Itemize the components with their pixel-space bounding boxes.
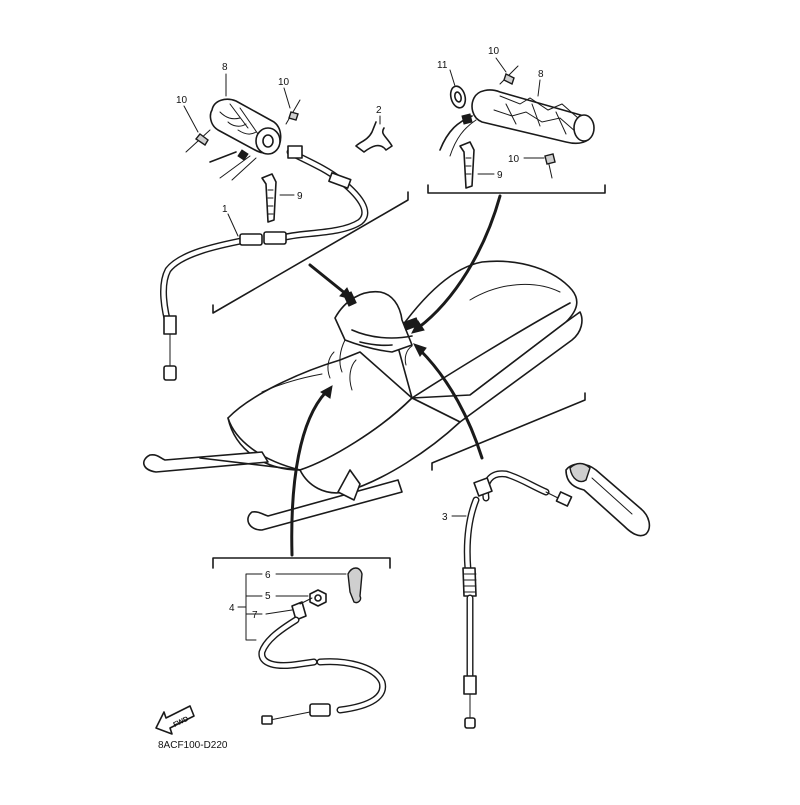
bracket-right [431, 392, 586, 471]
brake-lever-pivot [569, 462, 591, 483]
label-cable-clip: 2 [376, 105, 382, 116]
left-grip-screw-2 [288, 111, 299, 121]
forward-marker: FWD [155, 705, 195, 735]
left-grip-screw-1 [194, 133, 209, 146]
right-grip-pattern [493, 95, 579, 135]
choke-cable-ferrule [309, 703, 331, 717]
label-choke-part-7: 7 [252, 610, 258, 621]
label-choke-lever: 6 [265, 570, 271, 581]
cable-clip [355, 121, 393, 153]
label-grip-right: 8 [538, 69, 544, 80]
brake-cable-end-bottom [464, 717, 476, 729]
brake-lever-ridge [591, 477, 633, 515]
right-grip-end [573, 114, 595, 142]
brake-cable-nut [463, 675, 477, 695]
bracket-bottom [212, 557, 391, 569]
arrow-brake [418, 348, 484, 460]
bracket-top-right [427, 184, 606, 194]
left-grip-wire-1 [209, 151, 237, 163]
choke-group-bracket [237, 573, 263, 641]
left-grip-pattern [219, 103, 259, 135]
tie-strap-right-teeth [465, 157, 472, 175]
left-grip-wire-2 [219, 155, 257, 181]
throttle-cable-nut [163, 315, 177, 335]
callout-brackets [212, 184, 606, 569]
left-grip-end-hole [262, 134, 274, 148]
label-grip-end-left-b: 10 [176, 95, 188, 106]
brake-cable-adjuster [462, 567, 477, 597]
bracket-top-left [212, 191, 409, 314]
choke-cable-end [261, 715, 273, 725]
arrow-left-grip [308, 263, 348, 296]
choke-lever [347, 567, 363, 604]
choke-plunger [291, 601, 307, 621]
leader-10-right-a [495, 57, 507, 73]
tie-strap-left-teeth [267, 189, 274, 215]
left-ski-strut [199, 457, 301, 471]
right-grip-screw-2 [544, 153, 556, 165]
arrow-right-grip [416, 194, 502, 330]
fwd-arrow [155, 705, 195, 735]
label-choke-part-5: 5 [265, 591, 271, 602]
handlebar-post [359, 341, 393, 347]
brake-cable-fitting [473, 477, 493, 497]
choke-cable-inner [269, 711, 311, 721]
leader-7 [265, 609, 293, 615]
throttle-cable-joint [239, 233, 263, 246]
arrow-choke [290, 390, 328, 557]
seat-seam [469, 283, 561, 301]
left-grip-connector [237, 149, 249, 161]
label-grip-end-right-b: 10 [508, 154, 520, 165]
hood-lower-edge [227, 417, 301, 471]
tie-strap-right [459, 141, 475, 189]
leader-10-left-a [283, 87, 291, 109]
left-ski [143, 451, 269, 473]
throttle-cable-bracket [287, 145, 303, 159]
label-grip-left: 8 [222, 62, 228, 73]
right-grip-wire-2 [449, 119, 477, 157]
windshield-base [339, 339, 346, 373]
hood-line [261, 373, 323, 393]
left-grip-group: 8 10 10 9 2 [176, 62, 393, 223]
handlebar [351, 329, 413, 339]
right-grip-connector [461, 113, 473, 125]
throttle-cable-group: 1 [160, 145, 369, 381]
throttle-cable-adjuster [263, 231, 287, 245]
cowl-wire-3 [404, 345, 413, 366]
pointer-arrows [290, 194, 502, 557]
label-brake-cable: 3 [442, 512, 448, 523]
label-tie-strap-left: 9 [297, 191, 303, 202]
label-grip-end-left-a: 10 [278, 77, 290, 88]
brake-cable-group: 3 [442, 462, 651, 729]
ski-spindle [337, 469, 361, 501]
leader-1 [227, 213, 239, 237]
label-grip-end-right-a: 10 [488, 46, 500, 57]
cowl-wire-2 [349, 359, 357, 391]
drawing-code: 8ACF100-D220 [158, 740, 228, 751]
throttle-cable-ferrule-top [328, 172, 352, 189]
choke-assy-group: 4 6 5 7 [229, 567, 387, 725]
right-grip [471, 89, 594, 145]
leader-11 [449, 69, 456, 87]
leader-8-right [537, 79, 541, 97]
label-choke-assy: 4 [229, 603, 235, 614]
label-tie-strap-right: 9 [497, 170, 503, 181]
right-ski [247, 479, 403, 531]
right-grip-group: 11 10 8 10 9 [437, 46, 595, 189]
brake-cable-end-top [555, 491, 573, 507]
leader-10-left-b [183, 105, 199, 133]
cowl-wire-1 [327, 351, 335, 379]
lower-body [299, 397, 461, 494]
right-grip-screw-1 [503, 73, 515, 85]
label-collar: 11 [437, 60, 448, 71]
snowmobile-illustration [143, 260, 583, 531]
label-throttle-cable: 1 [222, 204, 228, 215]
throttle-cable-end [163, 365, 177, 381]
windshield [334, 291, 413, 353]
seat-edge [411, 302, 571, 399]
